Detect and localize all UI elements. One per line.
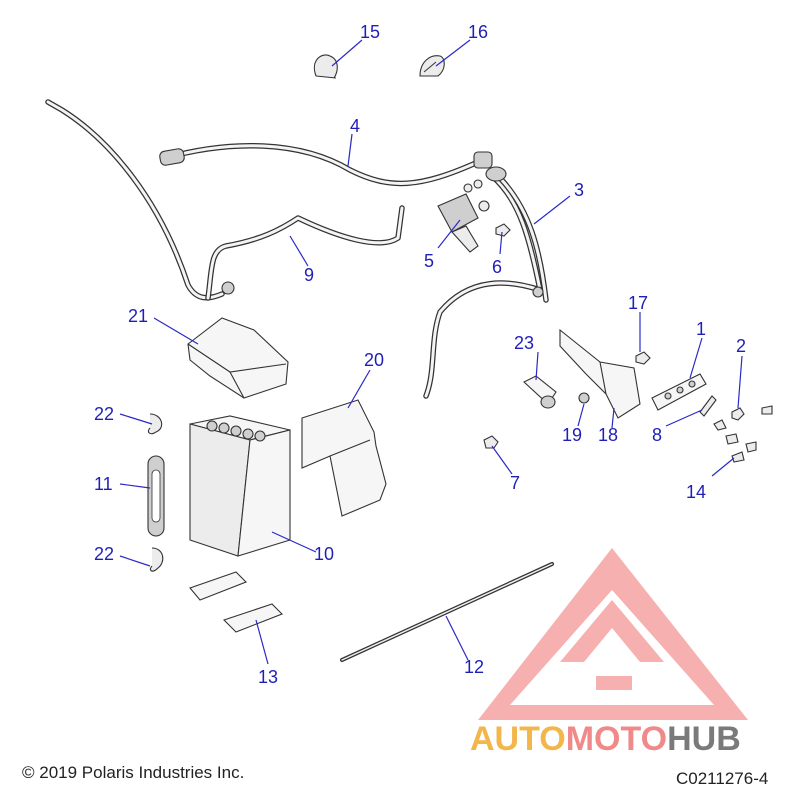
watermark-logo	[478, 548, 748, 720]
callout-22-top: 22	[94, 404, 114, 424]
callout-15: 15	[360, 22, 380, 42]
callout-22-bottom: 22	[94, 544, 114, 564]
callout-2: 2	[736, 336, 746, 356]
solenoid-5-part	[437, 179, 490, 253]
diagram-code: C0211276-4	[676, 769, 768, 788]
callout-7: 7	[510, 473, 520, 493]
ring-22b-part	[149, 547, 164, 572]
switch-23-part	[523, 375, 557, 409]
callout-8: 8	[652, 425, 662, 445]
callout-23: 23	[514, 333, 534, 353]
screws-14-part	[713, 405, 773, 463]
copyright-text: © 2019 Polaris Industries Inc.	[22, 763, 244, 782]
bracket-18-part	[559, 328, 641, 419]
cable-9-part	[205, 205, 405, 301]
rod-12-part	[340, 562, 554, 662]
nut-17-part	[635, 351, 651, 365]
cable-3-part	[423, 166, 549, 399]
callout-13: 13	[258, 667, 278, 687]
battery-10-part	[189, 415, 291, 557]
watermark-text: AUTOMOTOHUB	[470, 720, 741, 758]
callout-14: 14	[686, 482, 706, 502]
pads-13-part	[189, 571, 283, 633]
clip-15-part	[313, 54, 338, 79]
nut-2-part	[731, 407, 745, 421]
shield-20-part	[301, 399, 387, 517]
strap-11-part	[147, 455, 165, 537]
callout-18: 18	[598, 425, 618, 445]
callout-17: 17	[628, 293, 648, 313]
callout-10: 10	[314, 544, 334, 564]
battery-cover-21-part	[187, 317, 289, 399]
cable-4-part	[45, 99, 493, 301]
callout-21: 21	[128, 306, 148, 326]
callout-3: 3	[574, 180, 584, 200]
nut-6-part	[495, 223, 511, 237]
callout-20: 20	[364, 350, 384, 370]
ring-22a-part	[147, 413, 163, 435]
callout-11: 11	[94, 474, 113, 494]
bolt-19-part	[578, 392, 590, 404]
leader-lines	[119, 39, 743, 665]
callout-5: 5	[424, 251, 434, 271]
callout-4: 4	[350, 116, 360, 136]
busbar-1-part	[651, 373, 707, 411]
callout-1: 1	[696, 319, 706, 339]
callout-6: 6	[492, 257, 502, 277]
callout-9: 9	[304, 265, 314, 285]
link-8-part	[699, 395, 717, 417]
nut-7-part	[483, 435, 499, 449]
clip-16-part	[419, 55, 445, 77]
callout-12: 12	[464, 657, 484, 677]
callout-16: 16	[468, 22, 488, 42]
callout-19: 19	[562, 425, 582, 445]
